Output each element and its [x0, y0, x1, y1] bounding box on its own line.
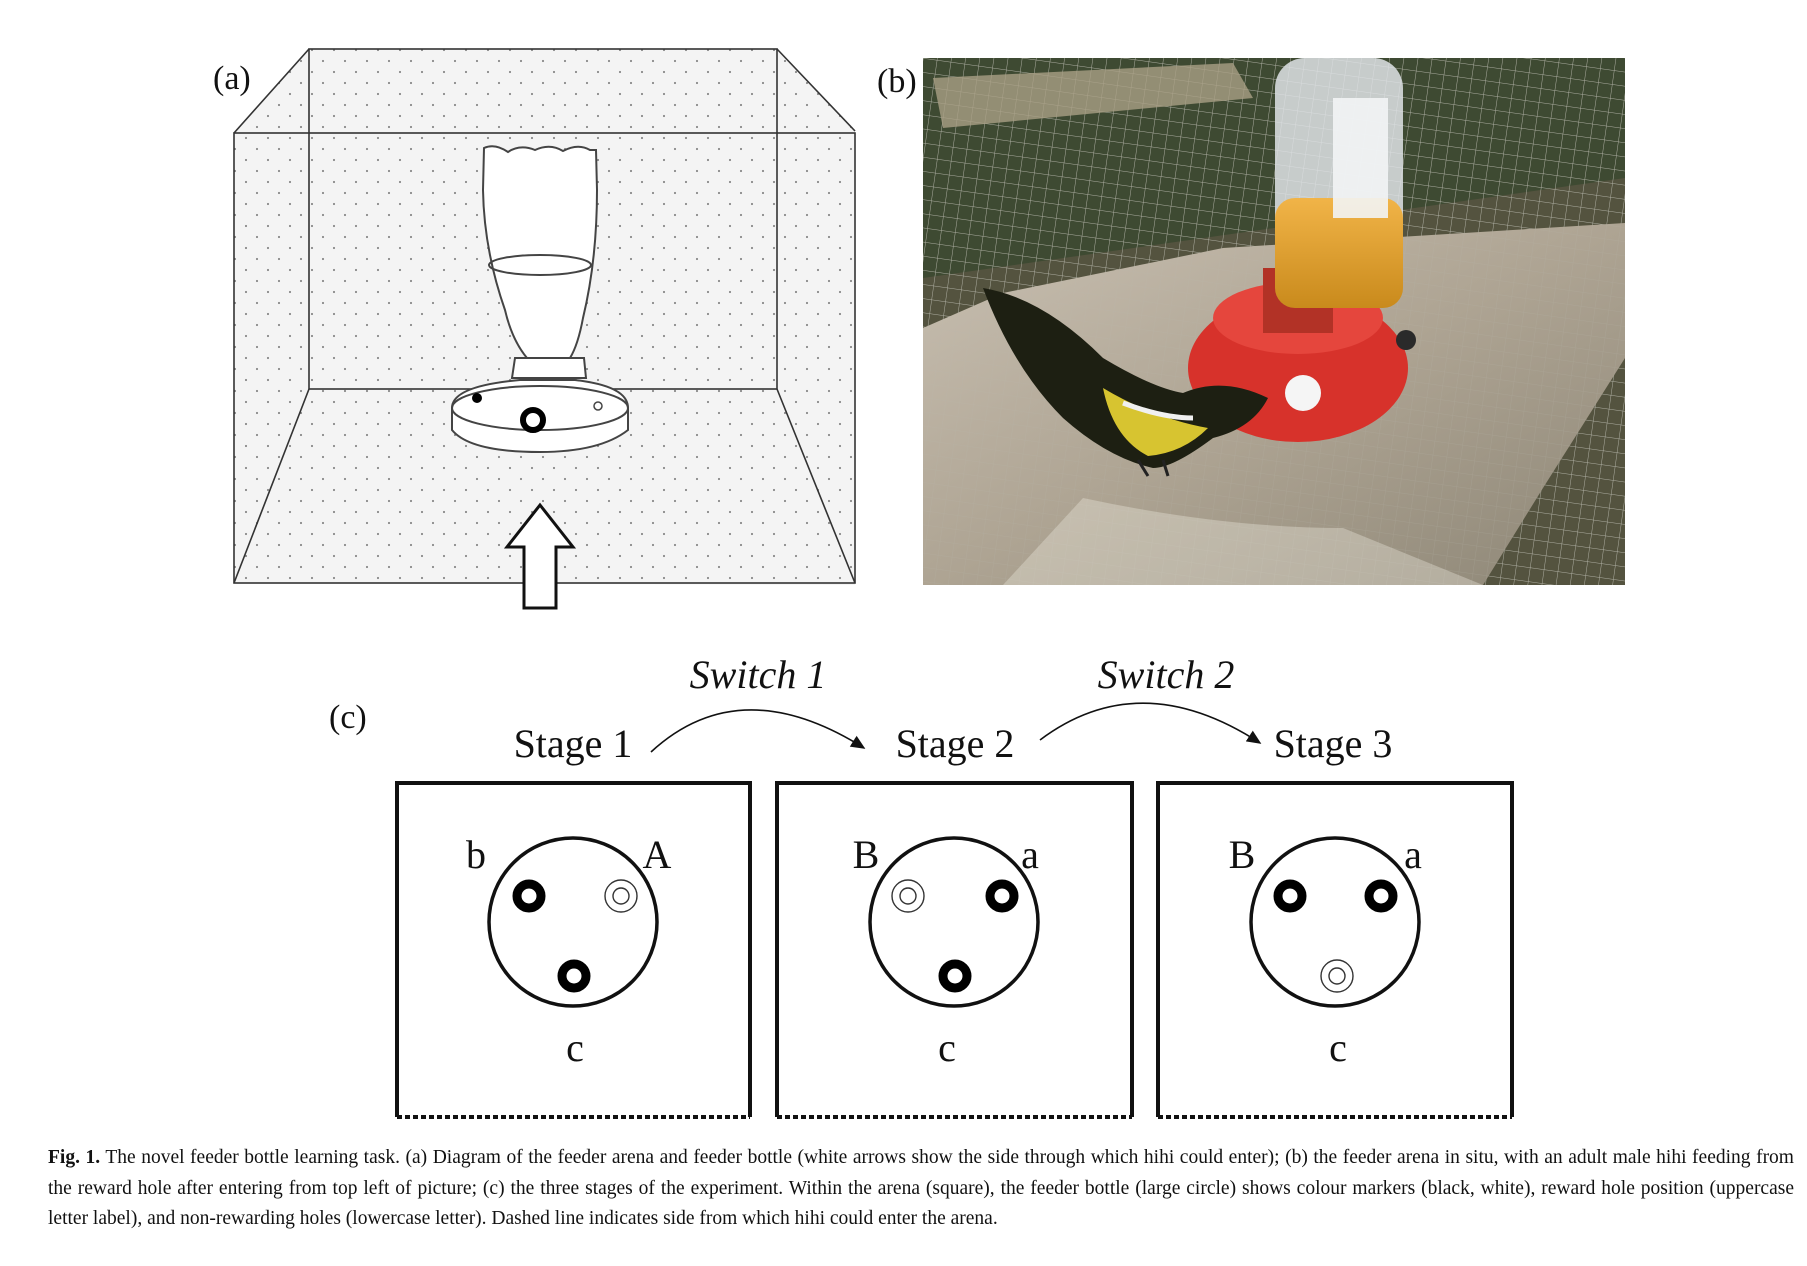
stage-title: Stage 1: [514, 721, 633, 766]
panel-c-label: (c): [329, 699, 367, 736]
stage-2-panel: B a c: [775, 781, 1134, 1119]
hole-label: B: [1229, 832, 1256, 877]
white-marker: [1320, 959, 1354, 993]
figure-caption: Fig. 1. The novel feeder bottle learning…: [48, 1143, 1794, 1235]
hole-label: a: [1404, 832, 1422, 877]
entry-arrow-icon: [503, 502, 577, 610]
hole-label: a: [1021, 832, 1039, 877]
hole-label: c: [566, 1025, 584, 1070]
switch-label: Switch 1: [690, 652, 827, 697]
white-marker: [604, 879, 638, 913]
black-marker: [938, 959, 972, 993]
black-marker: [512, 879, 546, 913]
stage-1-panel: b A c: [395, 781, 752, 1119]
stage-3-panel: B a c: [1156, 781, 1514, 1119]
hole-label: A: [643, 832, 672, 877]
stage-title: Stage 3: [1274, 721, 1393, 766]
black-marker: [557, 959, 591, 993]
arena-photo: [923, 58, 1625, 585]
hole-label: b: [466, 832, 486, 877]
switch-label: Switch 2: [1098, 652, 1235, 697]
panel-a-label: (a): [213, 60, 251, 97]
switch-arrow: [1039, 702, 1262, 744]
black-marker: [1273, 879, 1307, 913]
hole-label: c: [938, 1025, 956, 1070]
caption-text: The novel feeder bottle learning task. (…: [48, 1147, 1794, 1229]
arena-diagram: [233, 48, 856, 610]
stage-title: Stage 2: [896, 721, 1015, 766]
hole-label: B: [853, 832, 880, 877]
figure-number: Fig. 1.: [48, 1147, 101, 1168]
stages-schematic: (c) Switch 1 Switch 2 Stage 1 Stage 2 St…: [329, 652, 1514, 1119]
hole-label: c: [1329, 1025, 1347, 1070]
switch-arrow: [650, 709, 866, 753]
panel-b-label: (b): [877, 63, 917, 100]
white-marker: [891, 879, 925, 913]
black-marker: [1364, 879, 1398, 913]
feeder-bottle-drawing: [451, 145, 629, 454]
black-marker: [985, 879, 1019, 913]
